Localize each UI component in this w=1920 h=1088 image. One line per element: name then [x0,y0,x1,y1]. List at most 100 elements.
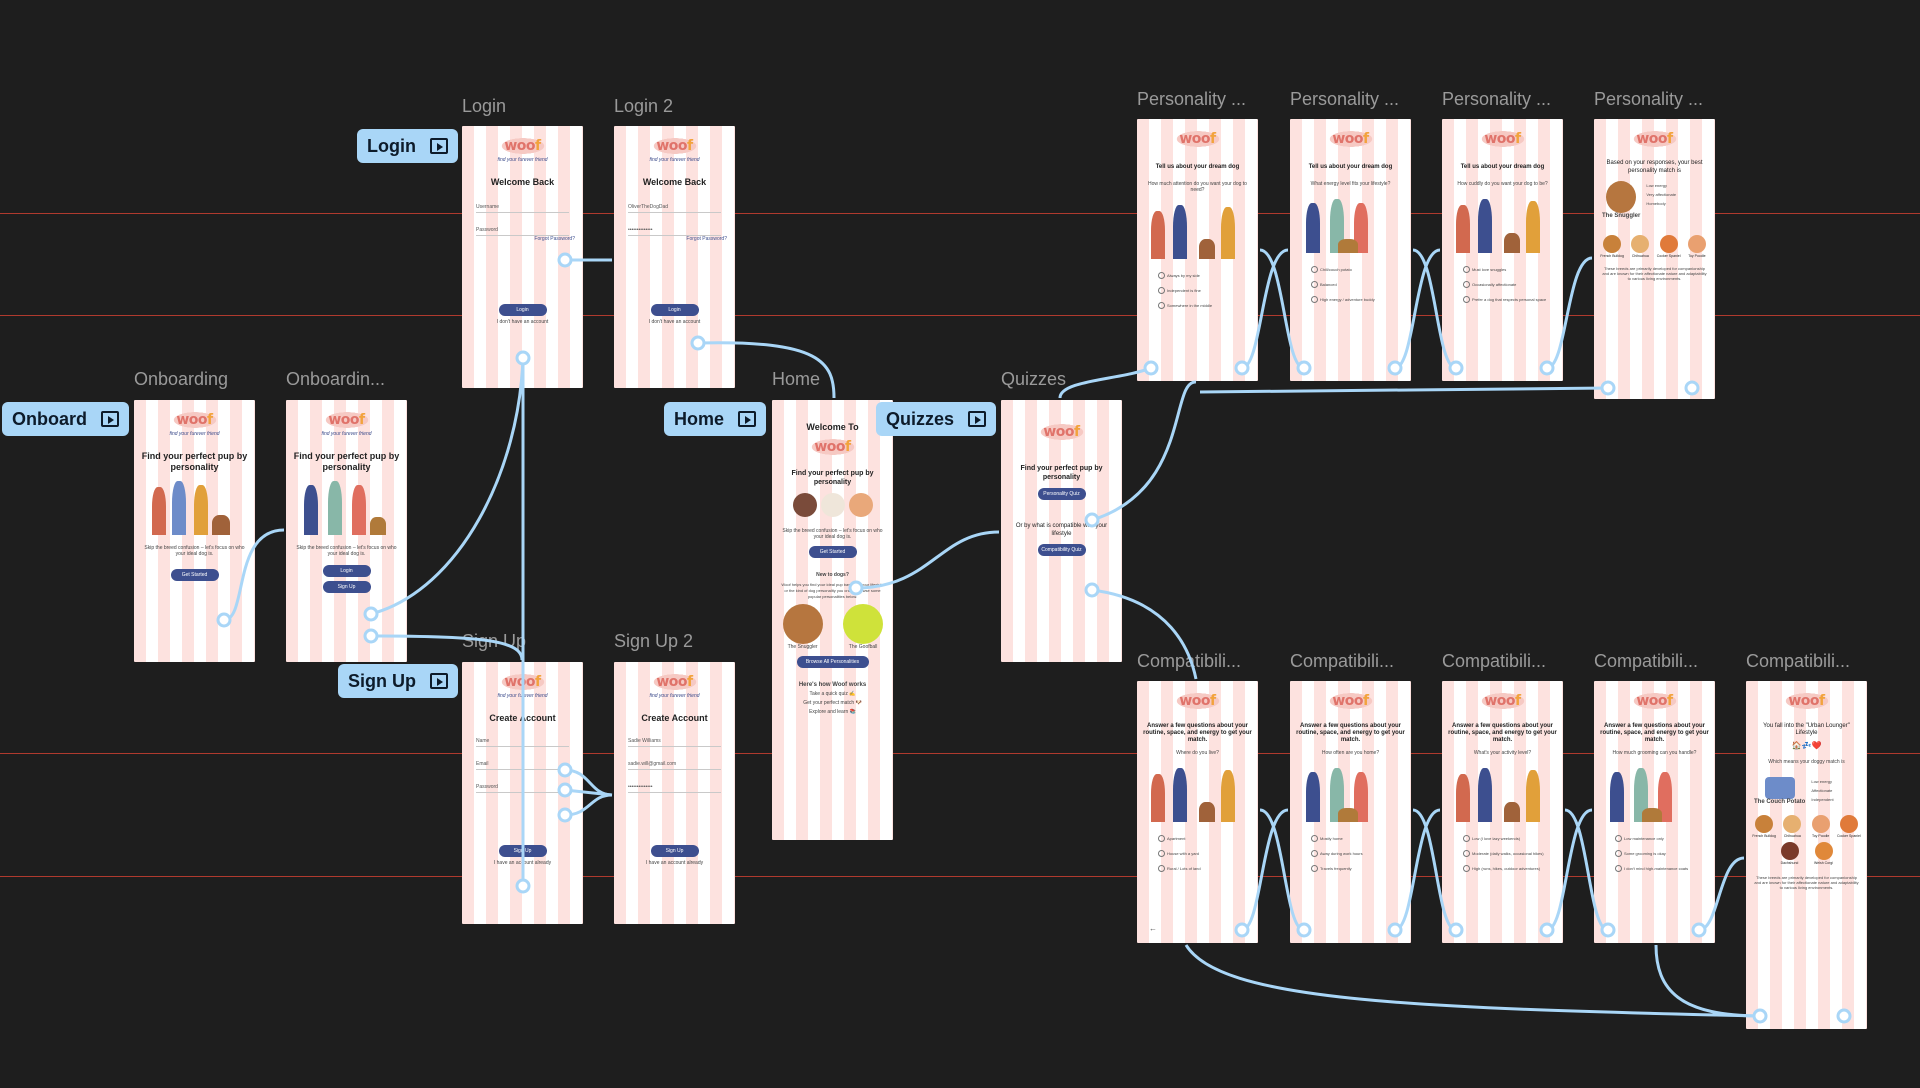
get-started-button[interactable]: Get Started [808,546,857,558]
personality-quiz-button[interactable]: Personality Quiz [1037,488,1086,500]
signup-button[interactable]: Sign Up [322,581,371,593]
password-field[interactable]: •••••••••••••• [628,784,721,793]
option-3[interactable]: I don't mind high-maintenance coats [1615,865,1715,872]
frame-login[interactable]: woof find your furever friend Welcome Ba… [462,126,583,388]
no-account-link[interactable]: I don't have an account [496,319,549,325]
option-3[interactable]: Travels frequently [1311,865,1411,872]
option-2[interactable]: Balanced [1311,281,1411,288]
result-summary: The Snuggler Low energy Very affectionat… [1594,181,1715,219]
frame-title-quizzes[interactable]: Quizzes [1001,369,1067,389]
name-field[interactable]: Name [476,738,569,747]
password-field[interactable]: Password [476,784,569,793]
frame-onboarding-2[interactable]: woof find your furever friend Find your … [286,400,407,662]
login-button[interactable]: Login [322,565,371,577]
name-field[interactable]: Sadie Williams [628,738,721,747]
option-1[interactable]: Low maintenance only [1615,835,1715,842]
option-1[interactable]: Mostly home [1311,835,1411,842]
forgot-password-link[interactable]: Forgot Password? [686,236,727,242]
frame-title-onboarding[interactable]: Onboarding [134,369,229,389]
flow-tag-signup[interactable]: Sign Up [338,664,458,698]
tagline: find your furever friend [321,431,372,437]
flow-tag-login[interactable]: Login [357,129,458,163]
frame-title-compat-2[interactable]: Compatibili... [1290,651,1395,671]
trait: Homebody [1646,201,1666,206]
option-1[interactable]: Chill/couch potato [1311,266,1411,273]
wire-c5-to-c4 [1654,944,1761,1018]
login-button[interactable]: Login [650,304,699,316]
login-button[interactable]: Login [498,304,547,316]
get-started-button[interactable]: Get Started [170,569,219,581]
signup-button[interactable]: Sign Up [498,845,547,857]
frame-signup[interactable]: woof find your furever friend Create Acc… [462,662,583,924]
frame-compat-4[interactable]: woof Answer a few questions about your r… [1594,681,1715,943]
option-1[interactable]: Always by my side [1158,272,1258,279]
option-2[interactable]: Some grooming is okay [1615,850,1715,857]
frame-title-signup2[interactable]: Sign Up 2 [614,631,694,651]
frame-title-compat-4[interactable]: Compatibili... [1594,651,1699,671]
frame-title-login2[interactable]: Login 2 [614,96,674,116]
flow-tag-onboard[interactable]: Onboard [2,402,129,436]
card-snuggler[interactable]: The Snuggler [780,604,826,650]
frame-title-login[interactable]: Login [462,96,507,116]
email-field[interactable]: sadie.will@gmail.com [628,761,721,770]
card-goofball[interactable]: The Goofball [841,604,886,650]
frame-title-personality-4[interactable]: Personality ... [1594,89,1704,109]
flow-tag-label: Quizzes [886,408,955,429]
option-1[interactable]: Low (I love lazy weekends) [1463,835,1563,842]
frame-title-personality-2[interactable]: Personality ... [1290,89,1400,109]
frame-compat-result[interactable]: woof You fall into the "Urban Lounger" L… [1746,681,1867,1029]
frame-login-2[interactable]: woof find your furever friend Welcome Ba… [614,126,735,388]
frame-title-personality-3[interactable]: Personality ... [1442,89,1552,109]
flow-tag-home[interactable]: Home [664,402,767,436]
frame-personality-3[interactable]: woof Tell us about your dream dog How cu… [1442,119,1563,381]
signup-button[interactable]: Sign Up [650,845,699,857]
username-field[interactable]: OliverTheDogDad [628,204,721,213]
frame-personality-2[interactable]: woof Tell us about your dream dog What e… [1290,119,1411,381]
option-2[interactable]: House with a yard [1158,850,1258,857]
option-3[interactable]: Rural / Lots of land [1158,865,1258,872]
have-account-link[interactable]: I have an account already [493,860,552,866]
option-3[interactable]: Prefer a dog that respects personal spac… [1463,296,1563,303]
option-3[interactable]: Somewhere in the middle [1158,302,1258,309]
frame-title-personality-1[interactable]: Personality ... [1137,89,1247,109]
option-2[interactable]: Independent is fine [1158,287,1258,294]
frame-personality-1[interactable]: woof Tell us about your dream dog How mu… [1137,119,1258,381]
frame-personality-result[interactable]: woof Based on your responses, your best … [1594,119,1715,399]
have-account-link[interactable]: I have an account already [645,860,704,866]
frame-compat-1[interactable]: woof Answer a few questions about your r… [1137,681,1258,943]
no-account-link[interactable]: I don't have an account [648,319,701,325]
frame-signup-2[interactable]: woof find your furever friend Create Acc… [614,662,735,924]
forgot-password-link[interactable]: Forgot Password? [534,236,575,242]
wire-p4-back [1199,386,1609,394]
frame-compat-3[interactable]: woof Answer a few questions about your r… [1442,681,1563,943]
password-field[interactable]: •••••••••••••• [628,227,721,236]
option-3[interactable]: High energy / adventure buddy [1311,296,1411,303]
frame-title-onboarding2[interactable]: Onboardin... [286,369,386,389]
email-field[interactable]: Email [476,761,569,770]
password-field[interactable]: Password [476,227,569,236]
option-2[interactable]: Away during work hours [1311,850,1411,857]
or-text: Or by what is compatible with your lifes… [1015,523,1108,537]
frame-compat-2[interactable]: woof Answer a few questions about your r… [1290,681,1411,943]
option-1[interactable]: Apartment [1158,835,1258,842]
option-2[interactable]: Moderate (daily walks, occasional hikes) [1463,850,1563,857]
option-1[interactable]: Must love snuggles [1463,266,1563,273]
frame-title-compat-3[interactable]: Compatibili... [1442,651,1547,671]
back-arrow-icon[interactable]: ← [1149,924,1157,933]
flow-tag-label: Sign Up [348,670,416,691]
compatibility-quiz-button[interactable]: Compatibility Quiz [1037,544,1086,556]
username-field[interactable]: Username [476,204,569,213]
option-3[interactable]: High (runs, hikes, outdoor adventures) [1463,865,1563,872]
frame-home[interactable]: Welcome To woof Find your perfect pup by… [772,400,893,840]
people-dogs-illustration [142,479,246,535]
option-2[interactable]: Occasionally affectionate [1463,281,1563,288]
frame-onboarding[interactable]: woof find your furever friend Find your … [134,400,255,662]
frame-title-home[interactable]: Home [772,369,821,389]
browse-personalities-button[interactable]: Browse All Personalities [796,656,869,668]
frame-title-signup[interactable]: Sign Up [462,631,527,651]
trait: Low energy [1811,779,1833,784]
frame-quizzes[interactable]: woof Find your perfect pup by personalit… [1001,400,1122,662]
flow-tag-quizzes[interactable]: Quizzes [876,402,997,436]
frame-title-compat-1[interactable]: Compatibili... [1137,651,1242,671]
frame-title-compat-5[interactable]: Compatibili... [1746,651,1851,671]
